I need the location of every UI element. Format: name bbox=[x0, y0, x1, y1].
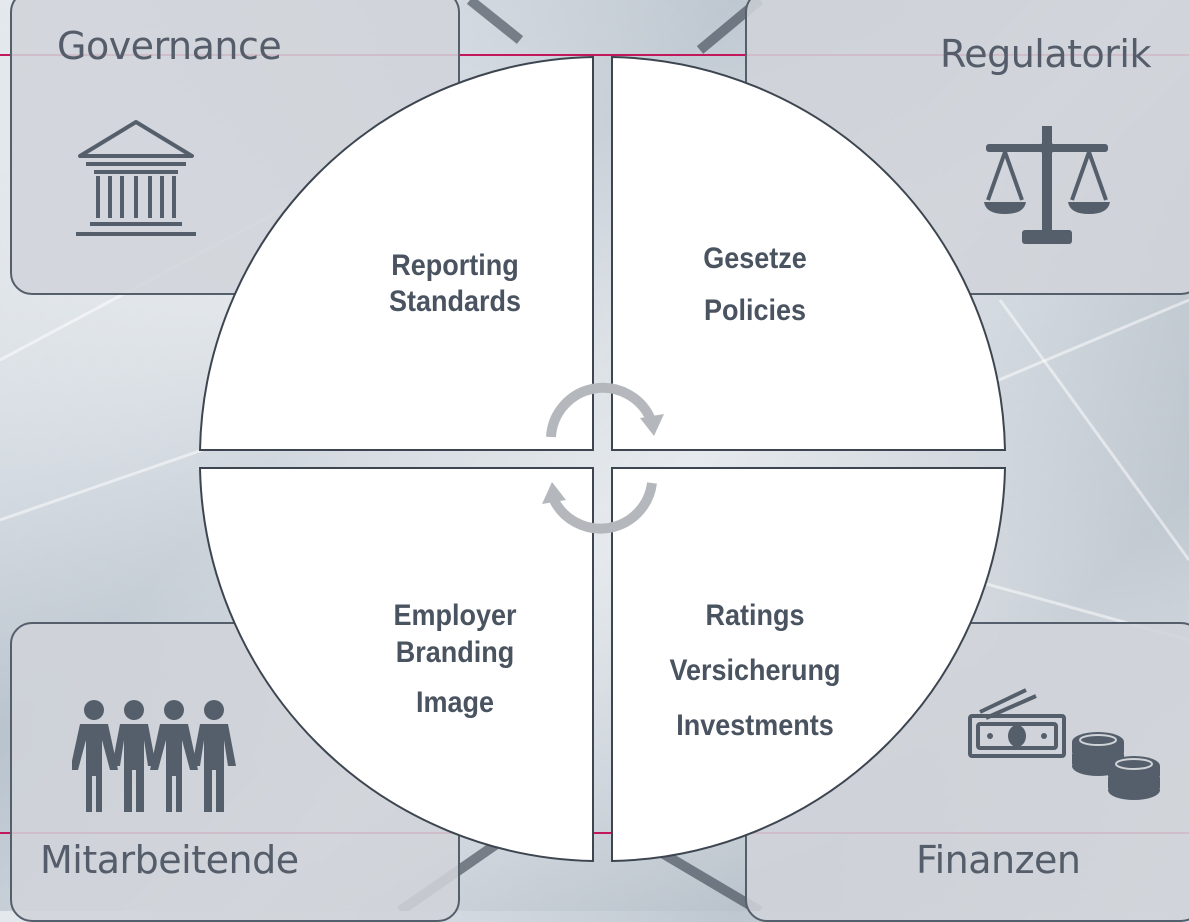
quadrant-bottom-left-text: Employer Branding Image bbox=[352, 597, 559, 721]
mitarbeitende-title: Mitarbeitende bbox=[40, 838, 299, 882]
finanzen-title: Finanzen bbox=[916, 838, 1081, 882]
standards-label: Standards bbox=[388, 285, 522, 318]
quadrant-bottom-right-text: Ratings Versicherung Investments bbox=[652, 588, 859, 753]
governance-title: Governance bbox=[57, 24, 282, 68]
ratings-label: Ratings bbox=[705, 599, 805, 632]
regulatorik-title: Regulatorik bbox=[940, 32, 1151, 76]
quadrant-top-left bbox=[198, 55, 594, 451]
policies-label: Policies bbox=[703, 294, 807, 327]
employer-label: Employer bbox=[393, 599, 517, 632]
investments-label: Investments bbox=[676, 709, 834, 742]
image-label: Image bbox=[415, 686, 495, 719]
building-icon bbox=[76, 120, 196, 236]
quadrant-top-right-text: Gesetze Policies bbox=[652, 233, 859, 337]
quadrant-top-left-text: Reporting Standards bbox=[352, 248, 559, 320]
gesetze-label: Gesetze bbox=[703, 242, 807, 275]
quadrant-bottom-left bbox=[198, 467, 594, 863]
money-icon bbox=[968, 688, 1160, 800]
people-icon bbox=[72, 700, 236, 812]
reporting-label: Reporting bbox=[391, 249, 519, 282]
cycle-arrow-top bbox=[546, 382, 656, 438]
quadrant-bottom-right bbox=[611, 467, 1007, 863]
scales-icon bbox=[984, 126, 1110, 244]
quadrant-top-right bbox=[611, 55, 1007, 451]
cycle-arrow-bottom bbox=[548, 482, 657, 534]
branding-label: Branding bbox=[395, 636, 515, 669]
versicherung-label: Versicherung bbox=[669, 654, 841, 687]
